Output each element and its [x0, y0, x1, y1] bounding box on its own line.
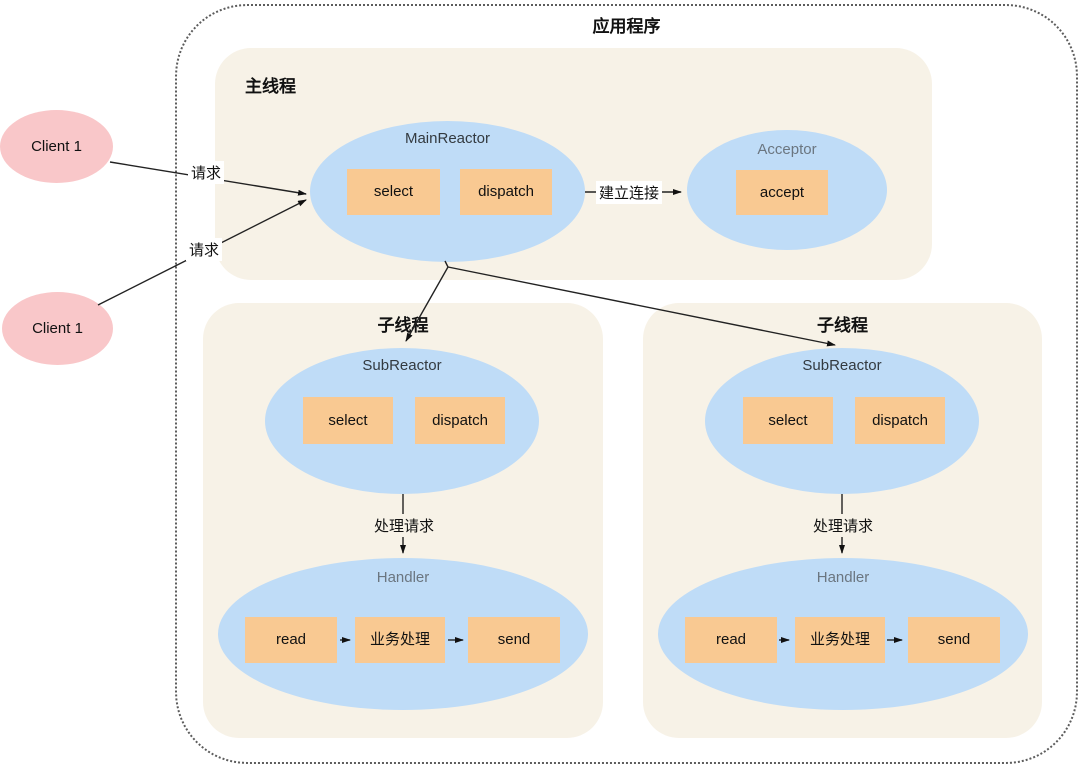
handler-ellipse-right: Handler read 业务处理 send	[658, 558, 1028, 710]
acceptor-accept-box: accept	[736, 170, 828, 215]
handler-business-box-left: 业务处理	[355, 617, 445, 663]
sub-thread-title-right: 子线程	[817, 316, 868, 335]
acceptor-ellipse: Acceptor accept	[687, 130, 887, 250]
sub-thread-title-left: 子线程	[377, 316, 429, 335]
process-request-label-left: 处理请求	[371, 514, 438, 537]
sub-thread-box-right: 子线程 SubReactor select dispatch Handler r…	[643, 303, 1042, 738]
client-ellipse-1: Client 1	[0, 110, 113, 183]
establish-connection-label: 建立连接	[596, 181, 663, 204]
sub-reactor-select-box-left: select	[303, 397, 393, 444]
sub-reactor-dispatch-box-right: dispatch	[855, 397, 945, 444]
sub-reactor-ellipse-right: SubReactor select dispatch	[705, 348, 979, 494]
client-label-2: Client 1	[32, 320, 83, 337]
request-label-1: 请求	[188, 161, 225, 184]
main-reactor-title: MainReactor	[404, 130, 491, 147]
sub-reactor-title-left: SubReactor	[362, 357, 442, 374]
handler-title-left: Handler	[376, 569, 430, 586]
handler-business-box-right: 业务处理	[795, 617, 885, 663]
sub-reactor-ellipse-left: SubReactor select dispatch	[265, 348, 539, 494]
application-title: 应用程序	[592, 17, 661, 36]
sub-reactor-dispatch-box-left: dispatch	[415, 397, 505, 444]
process-request-label-right: 处理请求	[810, 514, 877, 537]
sub-reactor-select-box-right: select	[743, 397, 833, 444]
client-ellipse-2: Client 1	[2, 292, 113, 365]
handler-send-box-left: send	[468, 617, 560, 663]
sub-reactor-title-right: SubReactor	[802, 357, 882, 374]
request-label-2: 请求	[186, 238, 223, 261]
acceptor-title: Acceptor	[757, 141, 817, 158]
handler-ellipse-left: Handler read 业务处理 send	[218, 558, 588, 710]
client-label-1: Client 1	[31, 138, 82, 155]
main-reactor-select-box: select	[347, 169, 440, 215]
main-thread-title: 主线程	[245, 77, 296, 96]
handler-read-box-left: read	[245, 617, 337, 663]
handler-read-box-right: read	[685, 617, 777, 663]
application-container: 应用程序	[175, 4, 1078, 764]
handler-title-right: Handler	[816, 569, 870, 586]
main-thread-box: 主线程 MainReactor select dispatch Acceptor…	[215, 48, 932, 280]
main-reactor-dispatch-box: dispatch	[460, 169, 552, 215]
main-reactor-ellipse: MainReactor select dispatch	[310, 121, 585, 262]
handler-send-box-right: send	[908, 617, 1000, 663]
